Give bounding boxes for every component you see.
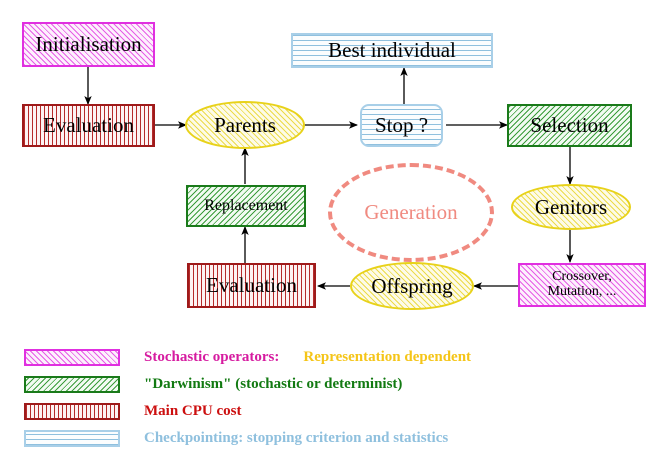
node-stop-label: Stop ? [374,113,429,138]
node-evaluation-bottom-label: Evaluation [206,273,297,298]
legend-label-representation-dependent: Representation dependent [303,348,472,365]
legend-label-stochastic-operators: Stochastic operators: [144,348,280,365]
node-selection-label: Selection [530,113,609,138]
node-crossover-mutation-label: Crossover, Mutation, ... [547,269,617,299]
legend-row-main-cpu-cost: Main CPU cost [24,399,644,423]
node-genitors-label: Genitors [534,194,608,219]
node-evaluation-bottom[interactable]: Evaluation [187,263,316,308]
node-best-individual[interactable]: Best individual [291,33,493,68]
node-generation: Generation [328,163,494,262]
node-initialisation-label: Initialisation [35,32,142,57]
legend-row-stochastic-operators: Stochastic operators: Representation dep… [24,345,644,369]
node-evaluation-top[interactable]: Evaluation [22,104,155,147]
legend-swatch-blue-horizontal-hatch [24,429,120,447]
node-best-individual-label: Best individual [328,38,456,63]
node-parents[interactable]: Parents [185,101,305,149]
node-offspring[interactable]: Offspring [350,262,474,310]
legend-swatch-green-diagonal-hatch [24,375,120,393]
legend-label-main-cpu-cost: Main CPU cost [144,402,242,419]
node-selection[interactable]: Selection [507,104,632,147]
legend-swatch-magenta-diagonal-hatch [24,348,120,366]
legend-label-checkpointing: Checkpointing: stopping criterion and st… [144,429,449,446]
node-replacement[interactable]: Replacement [186,185,306,227]
legend-swatch-red-vertical-hatch [24,402,120,420]
node-evaluation-top-label: Evaluation [43,113,134,138]
legend: Stochastic operators: Representation dep… [24,345,644,453]
node-replacement-label: Replacement [204,196,288,214]
node-initialisation[interactable]: Initialisation [22,22,155,67]
node-generation-label: Generation [364,200,458,224]
node-offspring-label: Offspring [371,273,453,298]
node-crossover-mutation[interactable]: Crossover, Mutation, ... [518,263,646,307]
legend-label-darwinism: "Darwinism" (stochastic or determinist) [144,375,403,392]
legend-row-darwinism: "Darwinism" (stochastic or determinist) [24,372,644,396]
node-stop[interactable]: Stop ? [360,104,443,147]
node-parents-label: Parents [214,112,276,137]
node-genitors[interactable]: Genitors [511,184,631,230]
legend-row-checkpointing: Checkpointing: stopping criterion and st… [24,426,644,450]
